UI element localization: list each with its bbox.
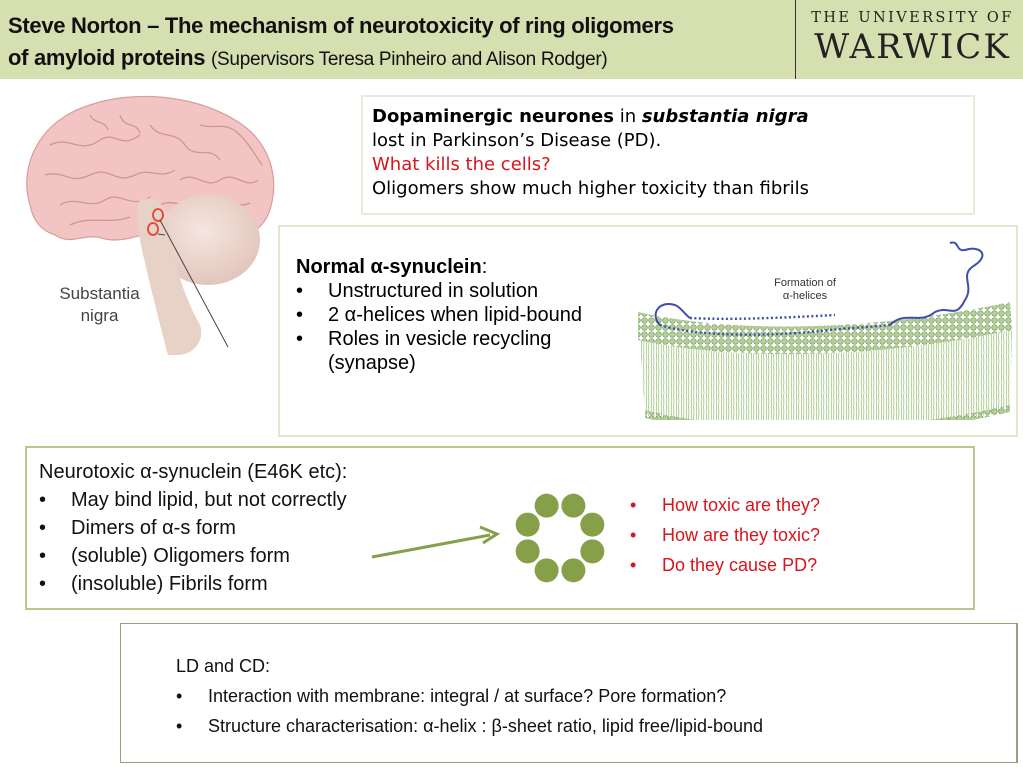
brain-illustration (26, 95, 275, 355)
logo-line-2: WARWICK (814, 27, 1011, 67)
list-item: •Structure characterisation: α-helix : β… (176, 716, 764, 736)
list-item: •Unstructured in solution (296, 280, 539, 302)
intro-question: What kills the cells? (372, 154, 551, 175)
pointer-line (157, 219, 229, 348)
title-banner: Steve Norton – The mechanism of neurotox… (0, 0, 1023, 79)
list-item: •Interaction with membrane: integral / a… (176, 686, 727, 706)
university-logo: THE UNIVERSITY OF WARWICK (810, 8, 1015, 66)
list-item: •Roles in vesicle recycling (synapse) (296, 328, 552, 374)
substantia-nigra-label: Substantia nigra (59, 284, 140, 325)
poster-title: Steve Norton – The mechanism of neurotox… (8, 10, 798, 76)
question-item: •Do they cause PD? (630, 555, 818, 575)
substantia-nigra-marker (152, 208, 164, 222)
oligomer-subunit (561, 558, 586, 583)
oligomer-ring (515, 493, 605, 583)
oligomer-ring-figure (371, 493, 605, 583)
list-item: •2 α-helices when lipid-bound (296, 304, 582, 326)
header-divider (795, 0, 796, 79)
supervisors-text: (Supervisors Teresa Pinheiro and Alison … (211, 49, 608, 70)
oligomer-subunit (534, 493, 559, 518)
logo-line-1: THE UNIVERSITY OF (811, 10, 1014, 26)
neurotoxic-list: •May bind lipid, but not correctly •Dime… (39, 486, 459, 598)
unstructured-tail (889, 241, 984, 326)
lipid-lower-head-row (645, 405, 1010, 420)
question-item: •How are they toxic? (630, 525, 821, 545)
arrow-shaft (371, 533, 491, 559)
oligomer-subunit (515, 512, 540, 537)
lipid-tail-layer (640, 330, 1012, 420)
title-line-1: Steve Norton – The mechanism of neurotox… (8, 13, 674, 38)
substantia-nigra-marker (147, 222, 159, 236)
normal-synuclein-list: •Unstructured in solution •2 α-helices w… (296, 279, 616, 375)
methods-heading: LD and CD: (176, 656, 271, 676)
question-item: •How toxic are they? (630, 495, 821, 515)
list-item: •Dimers of α-s form (39, 517, 236, 539)
normal-synuclein-text: Normal α-synuclein: •Unstructured in sol… (296, 255, 616, 375)
oligomer-subunit (534, 558, 559, 583)
n-terminal-loop (654, 303, 691, 326)
intro-text: Dopaminergic neurones in substantia nigr… (372, 105, 972, 201)
methods-box: LD and CD: •Interaction with membrane: i… (120, 623, 1018, 763)
oligomer-subunit (580, 512, 605, 537)
intro-line-4: Oligomers show much higher toxicity than… (372, 178, 810, 199)
alpha-helices (659, 313, 891, 336)
methods-list: •Interaction with membrane: integral / a… (176, 681, 996, 741)
title-line-2: of amyloid proteins (8, 45, 206, 70)
oligomer-subunit (580, 539, 605, 564)
oligomer-subunit (561, 493, 586, 518)
intro-box: Dopaminergic neurones in substantia nigr… (361, 95, 975, 215)
neurotoxic-heading: Neurotoxic α-synuclein (E46K etc): (39, 461, 348, 483)
methods-text: LD and CD: •Interaction with membrane: i… (176, 651, 996, 741)
oligomer-subunit (515, 539, 540, 564)
neurotoxic-synuclein-box: Neurotoxic α-synuclein (E46K etc): •May … (25, 446, 975, 610)
toxicity-questions: •How toxic are they? •How are they toxic… (630, 490, 880, 580)
list-item: •(soluble) Oligomers form (39, 545, 290, 567)
normal-synuclein-heading: Normal α-synuclein: (296, 256, 488, 278)
list-item: •May bind lipid, but not correctly (39, 489, 347, 511)
neurotoxic-text: Neurotoxic α-synuclein (E46K etc): •May … (39, 458, 459, 598)
cerebellum (156, 195, 260, 285)
intro-line-2: lost in Parkinson’s Disease (PD). (372, 130, 662, 151)
helix-formation-label: Formation of α-helices (774, 277, 836, 302)
arrow-head (479, 525, 501, 545)
lipid-head-layer (638, 302, 1012, 355)
brainstem (137, 198, 202, 355)
intro-line-1: Dopaminergic neurones in substantia nigr… (372, 106, 809, 127)
list-item: •(insoluble) Fibrils form (39, 573, 268, 595)
membrane-helix-figure (638, 241, 1012, 420)
